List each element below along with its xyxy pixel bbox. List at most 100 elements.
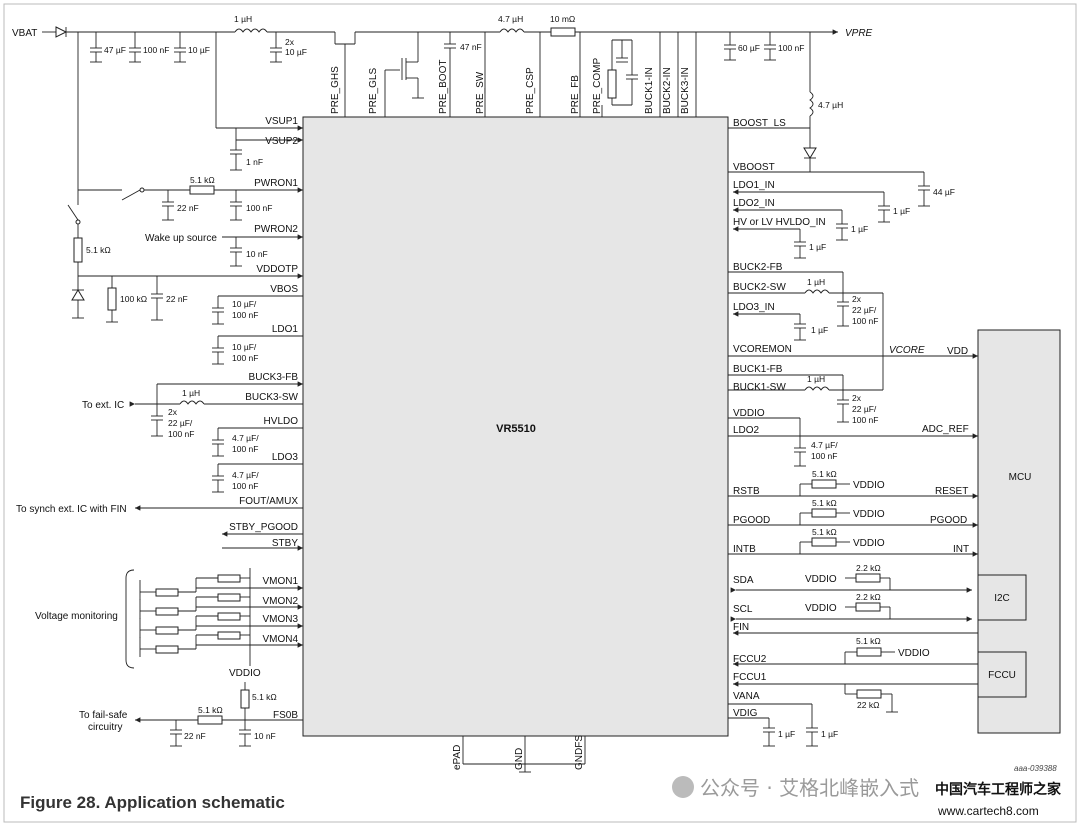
rstb-pullup-resistor	[811, 479, 837, 489]
pin-buck2-in: BUCK2-IN	[662, 67, 673, 114]
r100k-value: 100 kΩ	[120, 294, 147, 304]
pin-buck3-sw: BUCK3-SW	[245, 392, 298, 403]
pin-pwron2: PWRON2	[254, 224, 298, 235]
left-side-wiring: 1 nF 5.1 kΩ 22 nF 100 nF Wake up source …	[16, 128, 303, 747]
r51k-fccu2: 5.1 kΩ	[856, 636, 881, 646]
c1u-vana: 1 µF	[821, 729, 838, 739]
pin-fccu2: FCCU2	[733, 654, 767, 665]
cap-100nF-top	[129, 32, 141, 63]
fccu-block	[977, 651, 1027, 698]
pin-pgood: PGOOD	[733, 515, 770, 526]
cap-47nF-boot	[444, 32, 456, 117]
sda-pullup-value: 2.2 kΩ	[856, 563, 881, 573]
c1u-ldo2in: 1 µF	[851, 224, 868, 234]
c-ldo3-a: 4.7 µF/	[232, 470, 259, 480]
pin-sda: SDA	[733, 575, 754, 586]
vbat-diode	[55, 26, 68, 38]
intb-pullup-resistor	[811, 537, 837, 547]
intb-vddio-label: VDDIO	[853, 538, 885, 549]
c22n-pwron1: 22 nF	[177, 203, 199, 213]
boost-diode	[803, 147, 817, 159]
scl-pullup-resistor	[855, 602, 881, 612]
pin-vdig: VDIG	[733, 708, 758, 719]
vmon4-r-top	[217, 631, 241, 640]
pin-vboost: VBOOST	[733, 162, 775, 173]
pin-scl: SCL	[733, 604, 753, 615]
pin-pre-ghs: PRE_GHS	[330, 66, 341, 114]
c-buck2-a: 22 µF/	[852, 305, 877, 315]
pin-pre-sw: PRE_SW	[475, 71, 486, 114]
pin-ldo1: LDO1	[272, 324, 299, 335]
to-failsafe-label-1: To fail-safe	[79, 710, 128, 721]
pin-buck1-fb: BUCK1-FB	[733, 364, 783, 375]
mcu-adcref-label: ADC_REF	[922, 424, 969, 435]
c-ldo1-b: 100 nF	[232, 353, 258, 363]
vmon1-r-bottom	[155, 588, 179, 597]
c60u-value: 60 µF	[738, 43, 760, 53]
voltage-monitoring-label: Voltage monitoring	[35, 611, 118, 622]
pin-ldo1-in: LDO1_IN	[733, 180, 775, 191]
c-buck2-b: 100 nF	[852, 316, 878, 326]
vmon3-r-top	[217, 612, 241, 621]
wechat-icon	[672, 776, 694, 798]
pin-vcoremon: VCOREMON	[733, 344, 792, 355]
pin-ldo2-in: LDO2_IN	[733, 198, 775, 209]
fccu-label: FCCU	[988, 670, 1016, 681]
c-buck2-count: 2x	[852, 294, 862, 304]
l-boost-value: 4.7 µH	[818, 100, 843, 110]
pin-hv-or-lv-hvldo-in: HV or LV HVLDO_IN	[733, 217, 826, 228]
pin-ldo3: LDO3	[272, 452, 299, 463]
pin-gndfs: GNDFS	[574, 735, 585, 770]
pin-vana: VANA	[733, 691, 760, 702]
pin-pre-boot: PRE_BOOT	[438, 60, 449, 114]
vmon4-r-bottom	[155, 645, 179, 654]
sda-vddio-label: VDDIO	[805, 574, 837, 585]
pin-intb: INTB	[733, 544, 756, 555]
vmon-networks	[139, 568, 303, 666]
mcu-vdd-label: VDD	[947, 346, 968, 357]
right-side-wiring: 44 µF 1 µF 1 µF 1 µF 1 µH 2x 22 µF/ 100 …	[728, 172, 978, 747]
c-hvldo-b: 100 nF	[232, 444, 258, 454]
figure-caption: Figure 28. Application schematic	[20, 793, 285, 812]
c-buck3-count: 2x	[168, 407, 178, 417]
r-sense-value: 10 mΩ	[550, 14, 575, 24]
pin-stby: STBY	[272, 538, 298, 549]
pin-buck1-in: BUCK1-IN	[644, 67, 655, 114]
r51k-vddotp: 5.1 kΩ	[86, 245, 111, 255]
c-ldo3-b: 100 nF	[232, 481, 258, 491]
inductor-buck1	[804, 386, 830, 391]
rstb-vddio-label: VDDIO	[853, 480, 885, 491]
c-buck1-count: 2x	[852, 393, 862, 403]
pin-fccu1: FCCU1	[733, 672, 767, 683]
zener-diode	[71, 289, 85, 301]
pin-buck3-in: BUCK3-IN	[680, 67, 691, 114]
inductor-boost	[809, 91, 814, 117]
inductor-1uH-top	[234, 28, 268, 33]
vcore-label: VCORE	[889, 345, 925, 356]
c-buck3-a: 22 µF/	[168, 418, 193, 428]
pin-buck2-fb: BUCK2-FB	[733, 262, 783, 273]
l-pre-value: 4.7 µH	[498, 14, 523, 24]
pin-pre-comp: PRE_COMP	[592, 58, 603, 114]
frame-border	[3, 3, 1077, 823]
c44u-value: 44 µF	[933, 187, 955, 197]
c1u-vdig: 1 µF	[778, 729, 795, 739]
c-buck3-b: 100 nF	[168, 429, 194, 439]
pin-vmon4: VMON4	[262, 634, 298, 645]
pin-vsup2: VSUP2	[265, 136, 298, 147]
watermark-url: www.cartech8.com	[937, 804, 1039, 818]
cap-10uF-top	[174, 32, 186, 63]
pin-vsup1: VSUP1	[265, 116, 298, 127]
c-buck1-a: 22 µF/	[852, 404, 877, 414]
pin-gnd: GND	[514, 748, 525, 770]
scl-pullup-value: 2.2 kΩ	[856, 592, 881, 602]
vr5510-chip	[302, 116, 729, 737]
r51k-fs0b-pu: 5.1 kΩ	[252, 692, 277, 702]
c22n-fs0b: 22 nF	[184, 731, 206, 741]
cap-2x10uF	[270, 32, 282, 63]
r22k-fccu1: 22 kΩ	[857, 700, 879, 710]
pin-vmon2: VMON2	[262, 596, 298, 607]
r51k-fs0b: 5.1 kΩ	[198, 705, 223, 715]
pgood-pullup-value: 5.1 kΩ	[812, 498, 837, 508]
